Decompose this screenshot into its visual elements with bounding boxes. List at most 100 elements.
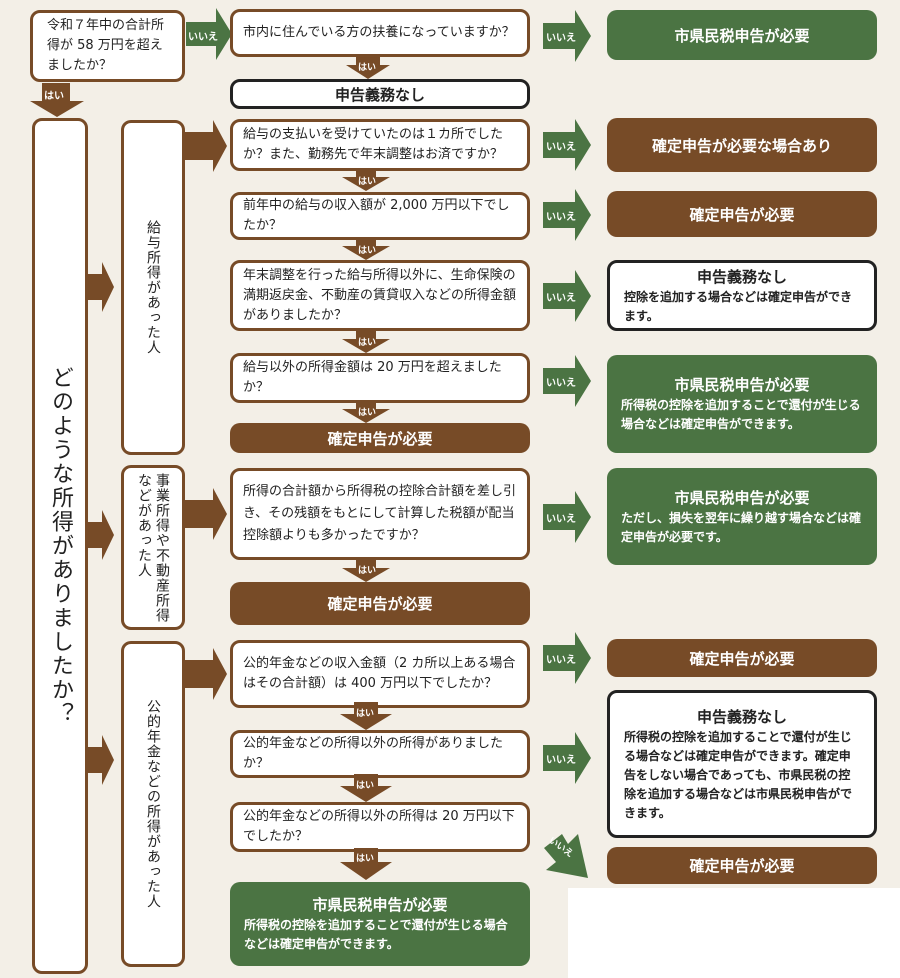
yes-label: はい	[356, 781, 375, 791]
no-arrow-start	[186, 8, 232, 60]
yes-label: はい	[358, 338, 377, 348]
result-text: 申告義務なし	[334, 85, 425, 104]
result-desc: 所得税の控除を追加することで還付が生じる場合などは確定申告ができます。	[621, 398, 861, 431]
result-text: 確定申告が必要な場合あり	[651, 136, 832, 155]
no-label: いいえ	[546, 378, 576, 389]
yes-label: はい	[358, 63, 377, 73]
result-text: 確定申告が必要	[689, 857, 795, 875]
yes-arrow	[342, 240, 390, 260]
no-arrow	[543, 189, 591, 241]
yes-label: はい	[358, 246, 377, 256]
salary-question-4: 給与以外の所得金額は 20 万円を超えましたか？	[230, 353, 530, 403]
arrow-pension-q1	[183, 648, 227, 700]
arrow-salary-q1	[183, 120, 227, 172]
result-desc: ただし、損失を翌年に繰り越す場合などは確定申告が必要です。	[621, 510, 862, 544]
result-title: 申告義務なし	[696, 267, 787, 286]
pension-result-3: 確定申告が必要	[607, 847, 877, 884]
no-label: いいえ	[546, 293, 576, 304]
arrow-business-q1	[183, 488, 227, 540]
result-title: 市県民税申告が必要	[674, 376, 810, 394]
business-final-result: 確定申告が必要	[230, 582, 530, 625]
no-label: いいえ	[546, 142, 576, 153]
salary-final-result: 確定申告が必要	[230, 423, 530, 453]
result-desc: 所得税の控除を追加することで還付が生じる場合などは確定申告ができます。確定申告を…	[624, 729, 853, 820]
salary-result-4: 市県民税申告が必要 所得税の控除を追加することで還付が生じる場合などは確定申告が…	[607, 355, 877, 453]
question-text: 公的年金などの所得以外の所得がありましたか？	[243, 736, 504, 771]
category-business: 事業所得や不動産所得などがあった人	[121, 465, 185, 630]
category-label: 給与所得があった人	[145, 220, 161, 355]
no-label: いいえ	[546, 655, 576, 666]
no-arrow-diagonal	[544, 834, 588, 878]
pension-result-2: 申告義務なし 所得税の控除を追加することで還付が生じる場合などは確定申告ができま…	[607, 690, 877, 838]
yes-label: はい	[356, 709, 375, 719]
yes-label: はい	[358, 566, 377, 576]
result-text: 確定申告が必要	[327, 595, 433, 613]
start-question-box: 令和７年中の合計所得が 58 万円を超えましたか？	[30, 10, 185, 82]
dependent-question-text: 市内に住んでいる方の扶養になっていますか？	[243, 25, 515, 40]
no-arrow	[543, 732, 591, 784]
arrow-to-salary	[86, 262, 114, 312]
yes-arrow-start	[30, 83, 84, 117]
result-title: 市県民税申告が必要	[312, 896, 448, 914]
yes-arrow	[342, 560, 390, 582]
yes-label: はい	[358, 177, 377, 187]
pension-final-result: 市県民税申告が必要 所得税の控除を追加することで還付が生じる場合などは確定申告が…	[230, 882, 530, 966]
salary-question-3: 年末調整を行った給与所得以外に、生命保険の満期返戻金、不動産の賃貸収入などの所得…	[230, 260, 530, 331]
arrow-to-pension	[86, 735, 114, 785]
no-label: いいえ	[546, 212, 576, 223]
result-dependent-no: 市県民税申告が必要	[607, 10, 877, 60]
no-label: いいえ	[546, 755, 576, 766]
blank-area	[568, 888, 900, 978]
main-question-box: どのような所得がありましたか？	[32, 118, 88, 974]
category-salary: 給与所得があった人	[121, 120, 185, 455]
yes-arrow	[342, 403, 390, 423]
no-arrow	[543, 355, 591, 407]
yes-label: はい	[356, 854, 375, 864]
no-arrow	[543, 119, 591, 171]
category-label: 事業所得や不動産所得などがあった人	[136, 472, 170, 623]
category-pension: 公的年金などの所得があった人	[121, 641, 185, 967]
salary-question-1: 給与の支払いを受けていたのは１カ所でしたか？また、勤務先で年末調整はお済ですか？	[230, 119, 530, 171]
main-question-text: どのような所得がありましたか？	[48, 366, 73, 726]
salary-result-2: 確定申告が必要	[607, 191, 877, 237]
question-text: 給与以外の所得金額は 20 万円を超えましたか？	[243, 360, 502, 395]
business-result-1: 市県民税申告が必要 ただし、損失を翌年に繰り越す場合などは確定申告が必要です。	[607, 468, 877, 565]
result-desc: 所得税の控除を追加することで還付が生じる場合などは確定申告ができます。	[244, 918, 508, 951]
result-text: 確定申告が必要	[327, 429, 433, 448]
salary-result-1: 確定申告が必要な場合あり	[607, 118, 877, 172]
no-label: いいえ	[546, 33, 576, 44]
yes-arrow	[340, 774, 392, 802]
pension-question-2: 公的年金などの所得以外の所得がありましたか？	[230, 730, 530, 778]
question-text: 所得の合計額から所得税の控除合計額を差し引き、その残額をもとにして計算した税額が…	[243, 484, 517, 543]
result-text: 確定申告が必要	[689, 649, 795, 668]
arrow-to-business	[86, 510, 114, 560]
question-text: 公的年金などの所得以外の所得は 20 万円以下でしたか？	[243, 809, 515, 844]
no-arrow	[543, 270, 591, 322]
no-arrow-dependent	[543, 10, 591, 62]
no-arrow	[543, 632, 591, 684]
no-label: いいえ	[546, 514, 576, 525]
no-label: いいえ	[188, 32, 218, 43]
yes-label: はい	[358, 408, 377, 418]
pension-result-1: 確定申告が必要	[607, 639, 877, 677]
question-text: 年末調整を行った給与所得以外に、生命保険の満期返戻金、不動産の賃貸収入などの所得…	[243, 267, 517, 323]
start-question-text: 令和７年中の合計所得が 58 万円を超えましたか？	[47, 18, 165, 73]
result-no-obligation-dependent: 申告義務なし	[230, 79, 530, 109]
dependent-question-box: 市内に住んでいる方の扶養になっていますか？	[230, 9, 530, 57]
yes-arrow	[342, 331, 390, 353]
category-label: 公的年金などの所得があった人	[145, 699, 161, 909]
pension-question-1: 公的年金などの収入金額（2 カ所以上ある場合はその合計額）は 400 万円以下で…	[230, 640, 530, 708]
result-title: 申告義務なし	[696, 707, 787, 726]
result-desc: 控除を追加する場合などは確定申告ができます。	[624, 289, 853, 323]
result-text: 市県民税申告が必要	[674, 26, 810, 45]
question-text: 給与の支払いを受けていたのは１カ所でしたか？また、勤務先で年末調整はお済ですか？	[243, 127, 504, 162]
pension-question-3: 公的年金などの所得以外の所得は 20 万円以下でしたか？	[230, 802, 530, 852]
yes-label: はい	[44, 91, 64, 102]
no-arrow	[543, 491, 591, 543]
salary-result-3: 申告義務なし 控除を追加する場合などは確定申告ができます。	[607, 260, 877, 331]
business-question-1: 所得の合計額から所得税の控除合計額を差し引き、その残額をもとにして計算した税額が…	[230, 468, 530, 560]
yes-arrow	[342, 171, 390, 191]
result-text: 確定申告が必要	[689, 205, 795, 224]
question-text: 前年中の給与の収入額が 2,000 万円以下でしたか？	[243, 198, 510, 233]
question-text: 公的年金などの収入金額（2 カ所以上ある場合はその合計額）は 400 万円以下で…	[243, 656, 516, 691]
